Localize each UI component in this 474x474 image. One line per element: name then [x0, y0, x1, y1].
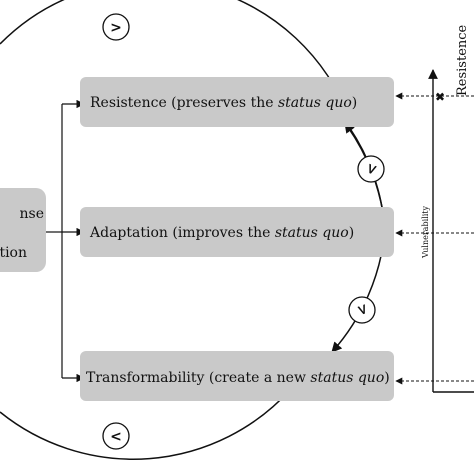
box-adaptation-label: Adaptation (improves the status quo): [89, 225, 354, 241]
box-adaptation: [80, 207, 394, 257]
left-box-line2: tion: [0, 245, 27, 261]
comparator-right-lower: <: [348, 296, 376, 324]
svg-text:<: <: [110, 429, 122, 445]
box-resistence-label: Resistence (preserves the status quo): [90, 95, 357, 111]
svg-text:<: <: [353, 301, 372, 317]
cycle-circle: [0, 0, 351, 121]
comparator-bottom: <: [102, 422, 130, 450]
resistence-marker-icon: ✖: [435, 90, 445, 104]
comparator-top: >: [102, 13, 130, 41]
box-transformability: [80, 351, 394, 401]
comparator-right-upper: <: [357, 155, 385, 183]
svg-text:<: <: [362, 161, 381, 177]
cycle-circle-bottom: [0, 389, 291, 460]
box-resistence: [80, 77, 394, 127]
vulnerability-label: Vulnerability: [421, 206, 430, 259]
box-transformability-label: Transformability (create a new status qu…: [86, 370, 390, 386]
left-box-line1: nse: [20, 206, 45, 222]
svg-text:>: >: [110, 20, 122, 36]
axis-top-label: Resistence: [455, 24, 470, 96]
left-box: [0, 188, 46, 272]
